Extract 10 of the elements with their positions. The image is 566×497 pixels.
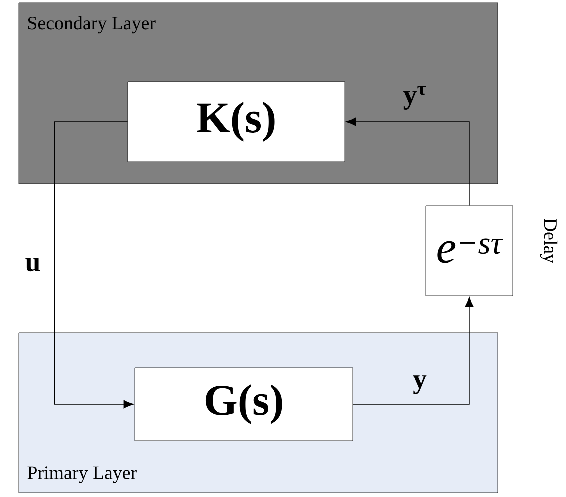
arrow: [346, 118, 470, 206]
edge-label: y$^{τ}$: [404, 86, 426, 110]
edge-label: u: [26, 258, 40, 272]
transfer-block: K(s): [128, 82, 346, 162]
transfer-block: G(s): [134, 368, 354, 442]
side-label: Delay: [540, 218, 558, 264]
arrow: [352, 297, 474, 405]
arrow: [54, 122, 134, 409]
edge-label: y: [413, 376, 427, 394]
delay-block: e$^{−sτ}$: [426, 206, 514, 296]
